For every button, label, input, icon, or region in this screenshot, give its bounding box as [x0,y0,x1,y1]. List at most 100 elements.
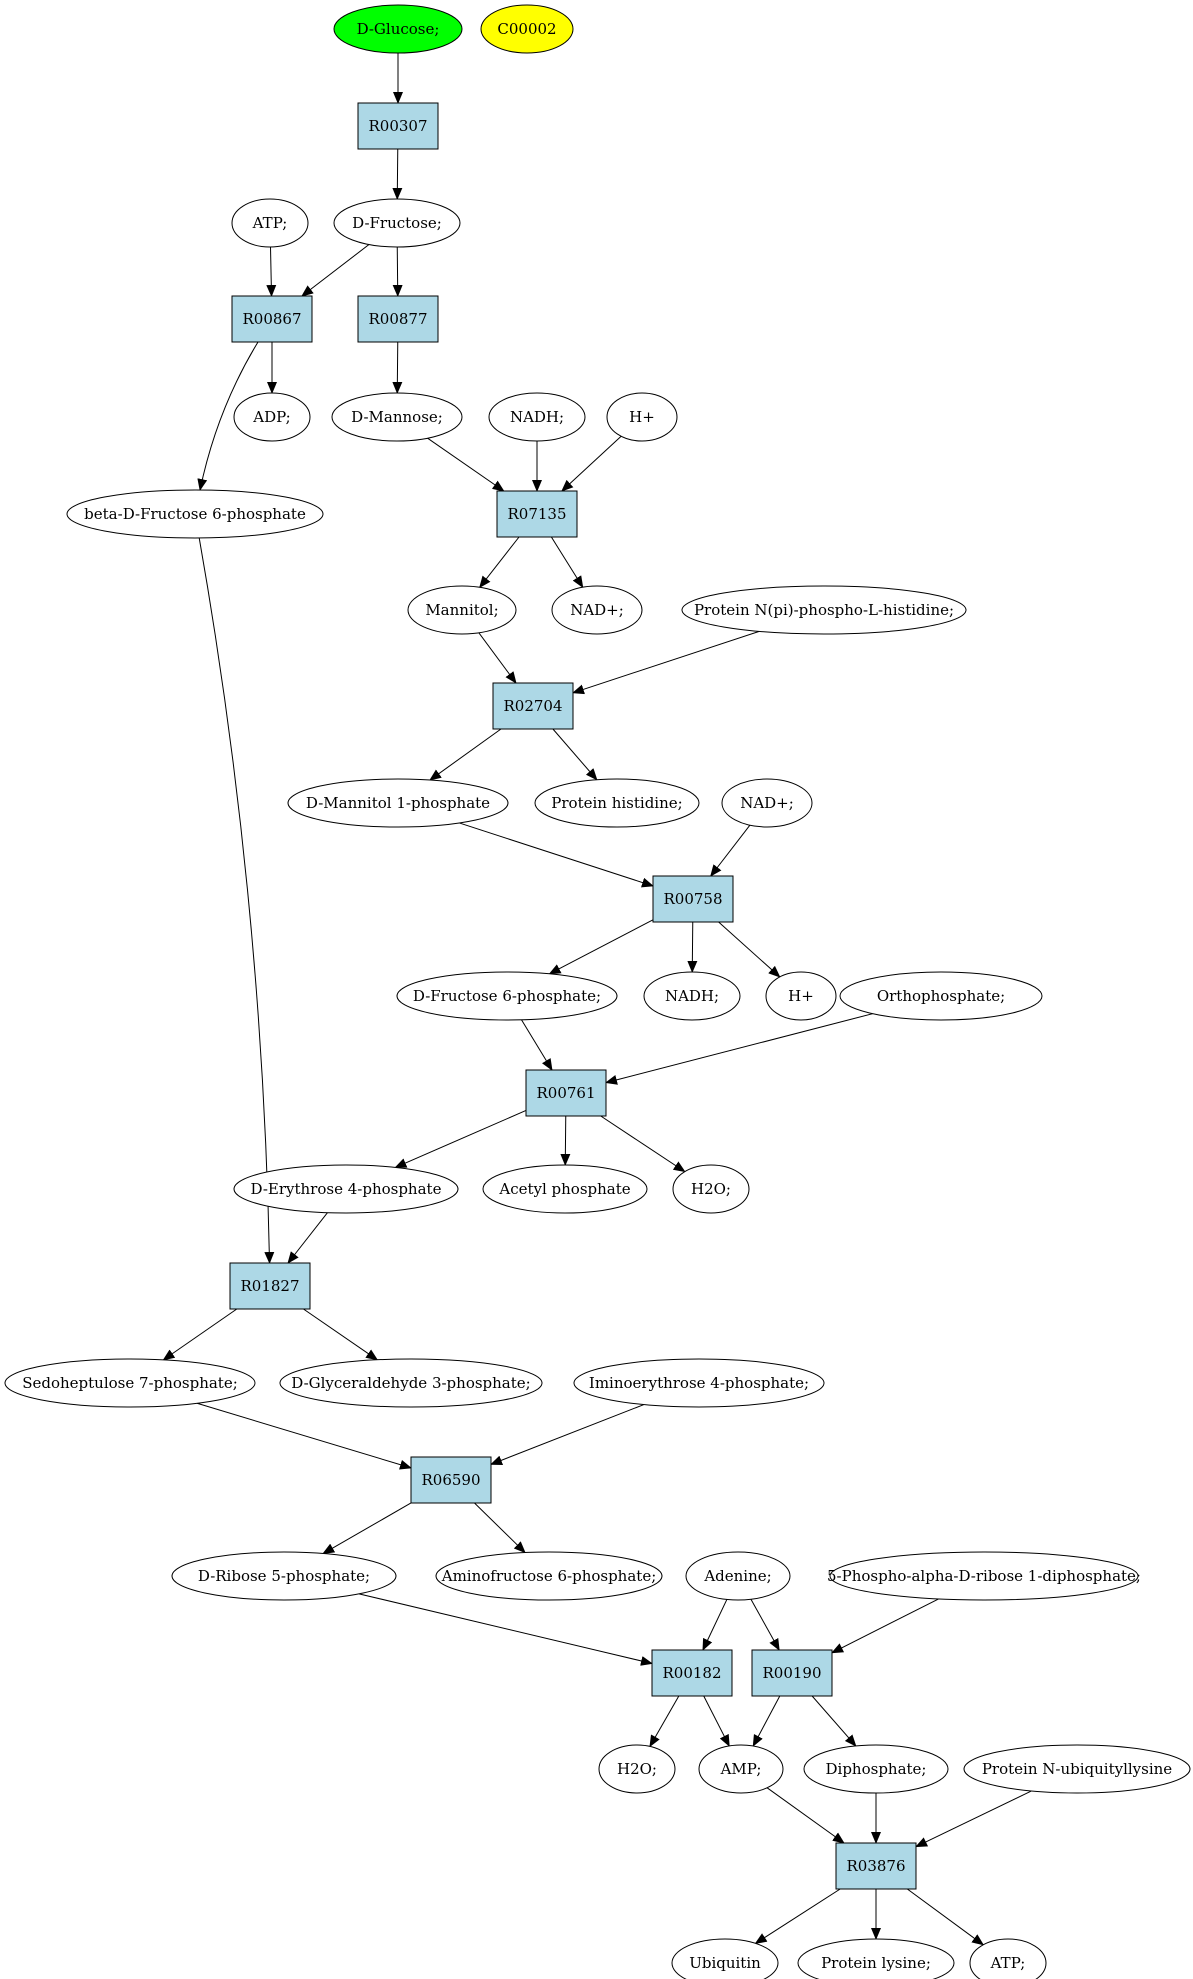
compound-node-imino[interactable]: Iminoerythrose 4-phosphate; [573,1358,825,1408]
reaction-node-r00877[interactable]: R00877 [357,295,439,343]
compound-node-atp2[interactable]: ATP; [969,1938,1047,1979]
compound-node-dr5p[interactable]: D-Ribose 5-phosphate; [171,1551,397,1601]
compound-node-prothis[interactable]: Protein histidine; [534,778,700,828]
edges-layer [162,53,1032,1946]
compound-node-h2o2[interactable]: H2O; [598,1744,676,1794]
edge-bdf6p-to-r01827 [198,537,275,1264]
reaction-node-r00758[interactable]: R00758 [652,875,734,923]
edge-r02704-to-dm1p [429,728,502,781]
compound-node-protlys[interactable]: Protein lysine; [797,1938,955,1979]
reaction-box [231,295,313,343]
edge-r00761-to-de4p [394,1109,527,1168]
edge-fructose-to-r00867 [301,244,370,297]
edge-ortho-to-r00761 [605,1013,873,1085]
compound-ellipse [839,971,1043,1021]
edge-dr5p-to-r00182 [358,1593,653,1666]
reaction-node-r03876[interactable]: R03876 [835,1842,917,1890]
edge-r03876-to-ubiquitin [754,1888,841,1944]
compound-node-protubi[interactable]: Protein N-ubiquityllysine [963,1744,1191,1794]
compound-node-ubiquitin[interactable]: Ubiquitin [671,1938,779,1979]
compound-ellipse [643,971,741,1021]
edge-r00761-to-acetylp [560,1115,571,1166]
compound-node-nadh2[interactable]: NADH; [643,971,741,1021]
node-label: ATP; [252,214,288,232]
compound-ellipse [797,1938,955,1979]
compound-node-acetylp[interactable]: Acetyl phosphate [482,1164,648,1214]
node-label: D-Mannose; [351,408,443,426]
reaction-node-r06590[interactable]: R06590 [410,1456,492,1504]
node-label: R03876 [846,1857,905,1875]
compound-ellipse [606,392,678,442]
compound-node-de4p[interactable]: D-Erythrose 4-phosphate [233,1164,459,1214]
compound-node-dg3p[interactable]: D-Glyceraldehyde 3-phosphate; [279,1358,543,1408]
reaction-node-r01827[interactable]: R01827 [229,1262,311,1310]
compound-node-h2o1[interactable]: H2O; [672,1164,750,1214]
node-label: NAD+; [570,601,624,619]
edge-r00307-to-fructose [392,148,403,200]
node-label: ATP; [990,1954,1026,1972]
node-label: Diphosphate; [826,1760,927,1778]
node-label: R00182 [662,1664,721,1682]
compound-node-fructose[interactable]: D-Fructose; [333,198,461,248]
node-label: D-Erythrose 4-phosphate [251,1180,442,1198]
node-label: R00761 [536,1084,595,1102]
edge-dm1p-to-r00758 [459,822,654,888]
reaction-box [652,875,734,923]
node-label: H2O; [617,1760,657,1778]
compound-ellipse [573,1358,825,1408]
compound-node-mannitol[interactable]: Mannitol; [407,585,517,635]
reaction-node-r00182[interactable]: R00182 [651,1649,733,1697]
edge-de4p-to-r01827 [287,1212,328,1264]
compound-node-adenine[interactable]: Adenine; [685,1551,791,1601]
node-label: D-Fructose; [352,214,442,232]
node-label: Protein lysine; [821,1954,931,1972]
compound-node-dm1p[interactable]: D-Mannitol 1-phosphate [287,778,509,828]
compound-node-nadplus2[interactable]: NAD+; [721,778,813,828]
reaction-node-r00761[interactable]: R00761 [525,1069,607,1117]
compound-ellipse [534,778,700,828]
compound-node-nadplus1[interactable]: NAD+; [551,585,643,635]
compound-ellipse [4,1358,256,1408]
node-label: H2O; [691,1180,731,1198]
compound-node-glucose[interactable]: D-Glucose; [333,4,463,54]
compound-node-adp[interactable]: ADP; [233,392,311,442]
compound-node-prpp[interactable]: 5-Phospho-alpha-D-ribose 1-diphosphate; [827,1551,1141,1601]
node-label: D-Fructose 6-phosphate; [413,987,601,1005]
compound-node-bdf6p[interactable]: beta-D-Fructose 6-phosphate [66,489,324,539]
compound-node-af6p[interactable]: Aminofructose 6-phosphate; [435,1551,663,1601]
compound-ellipse [435,1551,663,1601]
compound-ellipse [672,1164,750,1214]
node-label: Acetyl phosphate [498,1180,630,1198]
compound-ellipse [407,585,517,635]
compound-node-mannose[interactable]: D-Mannose; [331,392,463,442]
compound-node-protnpi[interactable]: Protein N(pi)-phospho-L-histidine; [681,585,967,635]
compound-ellipse [721,778,813,828]
compound-node-hplus1[interactable]: H+ [606,392,678,442]
edge-fructose-to-r00877 [392,246,403,297]
reaction-node-r00867[interactable]: R00867 [231,295,313,343]
compound-ellipse [333,198,461,248]
compound-ellipse [333,4,463,54]
edge-prpp-to-r00190 [831,1598,939,1654]
reaction-node-r07135[interactable]: R07135 [496,490,578,538]
node-label: H+ [629,408,655,426]
compound-node-hplus2[interactable]: H+ [765,971,837,1021]
edge-nadplus2-to-r00758 [710,824,751,877]
edge-r00758-to-df6p [548,919,654,975]
compound-node-df6p[interactable]: D-Fructose 6-phosphate; [396,971,618,1021]
compound-ellipse [488,392,586,442]
edge-protnpi-to-r02704 [572,630,760,695]
reaction-node-r02704[interactable]: R02704 [492,682,574,730]
reaction-node-r00307[interactable]: R00307 [357,102,439,150]
compound-node-c00002[interactable]: C00002 [480,4,574,54]
compound-node-s7p[interactable]: Sedoheptulose 7-phosphate; [4,1358,256,1408]
compound-node-nadh1[interactable]: NADH; [488,392,586,442]
compound-node-ortho[interactable]: Orthophosphate; [839,971,1043,1021]
edge-r00867-to-bdf6p [197,341,259,491]
compound-node-atp1[interactable]: ATP; [231,198,309,248]
reaction-node-r00190[interactable]: R00190 [751,1649,833,1697]
compound-node-amp[interactable]: AMP; [698,1744,784,1794]
edge-r01827-to-s7p [162,1308,238,1361]
edge-df6p-to-r00761 [521,1019,553,1071]
compound-node-diphos[interactable]: Diphosphate; [803,1744,949,1794]
